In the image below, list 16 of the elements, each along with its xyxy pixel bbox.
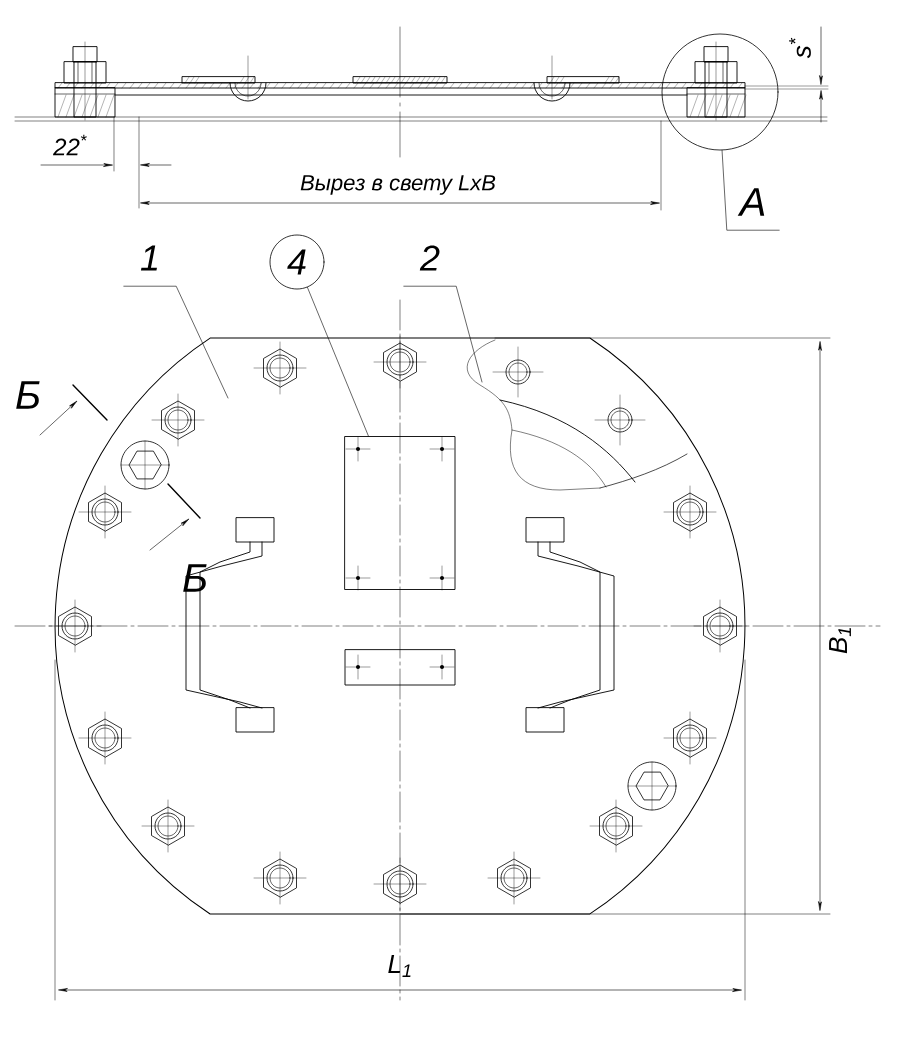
section-letter: Б [16, 381, 40, 409]
dimension-text: Вырез в свету LxB [300, 175, 496, 195]
leader-line [721, 150, 780, 231]
leader-line [403, 285, 483, 383]
nameplate [344, 436, 456, 590]
detail-circle [661, 33, 779, 151]
callout-number: 4 [269, 234, 325, 290]
leader-line [123, 285, 229, 399]
dimension-text: 22$^{*}$ [53, 134, 87, 156]
callout-number: 2 [419, 245, 440, 271]
leader-line [307, 287, 369, 437]
callout-number: А [737, 188, 765, 216]
callout-number: 1 [140, 245, 157, 271]
dimension-text: L$_{1}$ [388, 955, 411, 977]
section-letter: Б [183, 564, 207, 592]
dimension-text: B$_{1}$ [829, 628, 851, 654]
